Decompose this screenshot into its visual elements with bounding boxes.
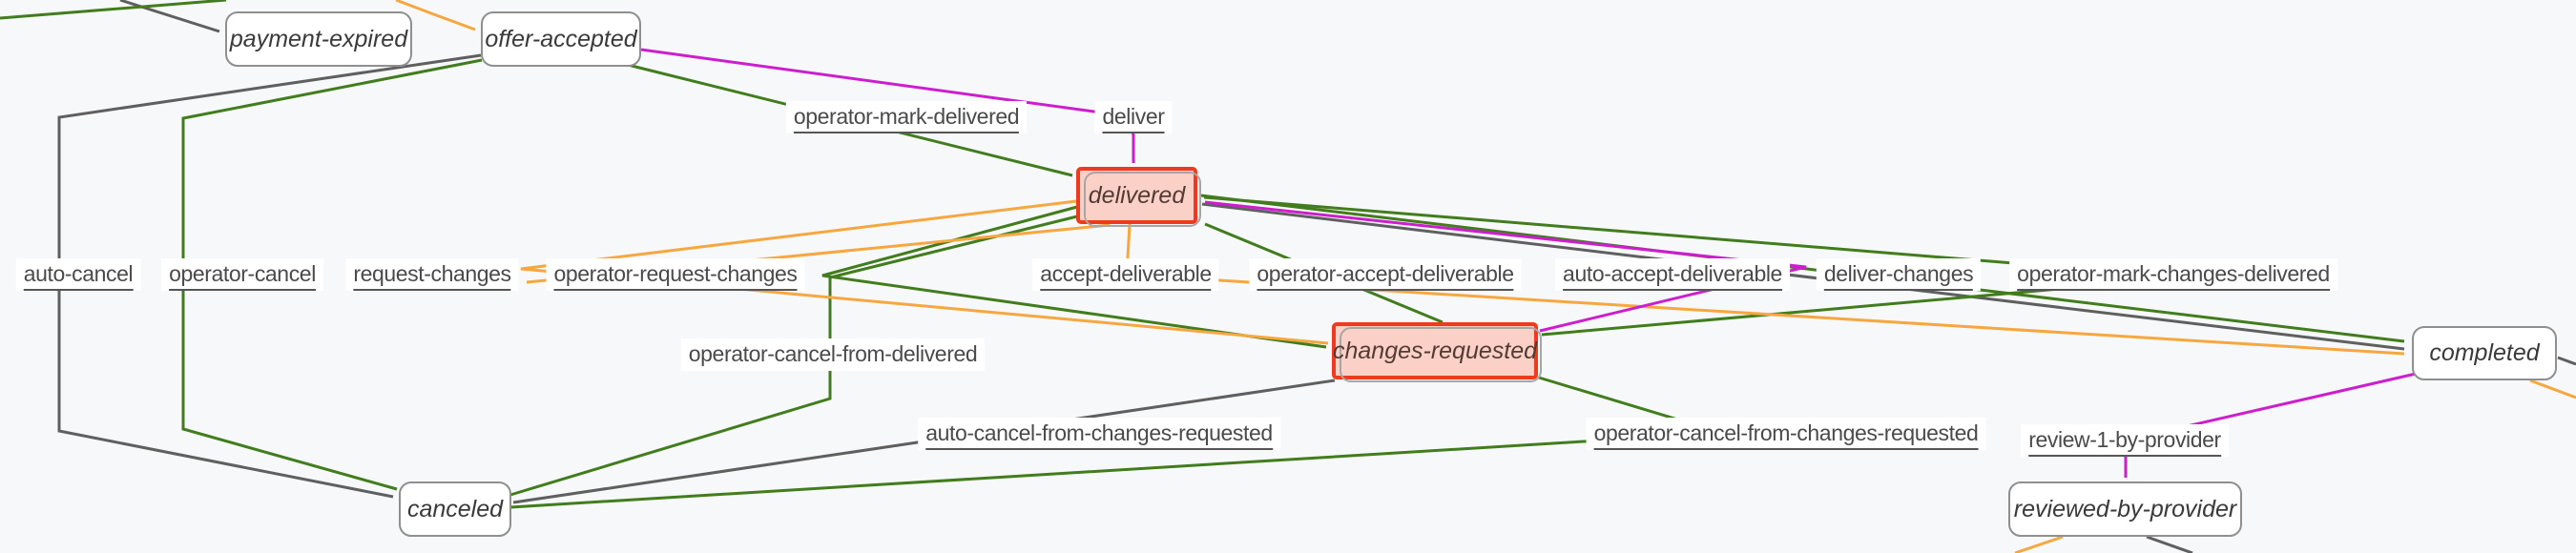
transition-link[interactable]: operator-cancel [169, 261, 316, 291]
edge-operator-cancel-from-delivered [509, 214, 1082, 497]
transition-label-request-changes[interactable]: request-changes [345, 258, 519, 291]
state-payment-expired[interactable]: payment-expired [225, 11, 412, 67]
edge-deliver-changes [1204, 200, 1807, 333]
transition-link[interactable]: auto-cancel-from-changes-requested [925, 420, 1273, 450]
transition-link[interactable]: operator-mark-changes-delivered [2017, 261, 2330, 291]
state-delivered[interactable]: delivered [1076, 167, 1201, 227]
transition-link[interactable]: deliver [1102, 104, 1165, 133]
edge-into-offer-accepted [395, 0, 476, 31]
state-offer-accepted[interactable]: offer-accepted [481, 11, 641, 67]
edge-completed-out-bottom [2529, 379, 2576, 399]
state-canceled[interactable]: canceled [399, 481, 511, 537]
transition-label-review-1-by-provider[interactable]: review-1-by-provider [2021, 424, 2229, 457]
transition-label-auto-cancel-from-changes-requested[interactable]: auto-cancel-from-changes-requested [918, 418, 1280, 450]
transition-link[interactable]: operator-request-changes [553, 261, 798, 291]
transition-link[interactable]: deliver-changes [1823, 261, 1974, 291]
transition-label-auto-accept-deliverable[interactable]: auto-accept-deliverable [1555, 258, 1790, 291]
transition-label-operator-cancel-from-delivered: operator-cancel-from-delivered [680, 338, 986, 371]
transition-link[interactable]: auto-cancel [23, 261, 134, 291]
edge-request-changes [520, 199, 1329, 345]
edge-into-payment-expired [119, 0, 220, 33]
state-label: completed [2429, 339, 2540, 366]
transition-label-accept-deliverable[interactable]: accept-deliverable [1032, 258, 1219, 291]
state-label: delivered [1088, 181, 1186, 209]
transition-link[interactable]: auto-accept-deliverable [1563, 261, 1782, 291]
transition-label-operator-mark-delivered[interactable]: operator-mark-delivered [785, 101, 1028, 133]
state-label: changes-requested [1332, 337, 1538, 364]
state-changes-requested[interactable]: changes-requested [1332, 322, 1542, 382]
state-label: reviewed-by-provider [2013, 495, 2237, 522]
transition-label-auto-cancel[interactable]: auto-cancel [15, 258, 141, 291]
transition-label-operator-request-changes[interactable]: operator-request-changes [546, 258, 805, 291]
edge-operator-request-changes [821, 205, 1327, 349]
transition-link[interactable]: operator-cancel-from-changes-requested [1593, 420, 1979, 450]
transition-link[interactable]: accept-deliverable [1040, 261, 1212, 291]
transition-label-operator-cancel-from-changes-requested[interactable]: operator-cancel-from-changes-requested [1586, 418, 1986, 450]
edge-completed-out-right [2557, 356, 2576, 366]
transition-label-operator-mark-changes-delivered[interactable]: operator-mark-changes-delivered [2009, 258, 2337, 291]
transition-label-deliver-changes[interactable]: deliver-changes [1816, 258, 1982, 291]
edge-top-left-crossing [0, 0, 227, 20]
transition-text: operator-cancel-from-delivered [688, 341, 978, 366]
state-reviewed-by-provider[interactable]: reviewed-by-provider [2008, 481, 2242, 537]
edge-auto-accept-deliverable [1201, 202, 2405, 351]
transition-link[interactable]: operator-accept-deliverable [1257, 261, 1514, 291]
edge-reviewed-out-left [2014, 535, 2064, 553]
transition-link[interactable]: review-1-by-provider [2028, 427, 2221, 457]
transition-label-deliver[interactable]: deliver [1094, 101, 1173, 133]
transition-link[interactable]: operator-mark-delivered [793, 104, 1020, 133]
transition-label-operator-accept-deliverable[interactable]: operator-accept-deliverable [1249, 258, 1522, 291]
transition-link[interactable]: request-changes [353, 261, 511, 291]
state-label: payment-expired [229, 25, 408, 52]
transition-label-operator-cancel[interactable]: operator-cancel [161, 258, 323, 291]
state-completed[interactable]: completed [2412, 326, 2557, 380]
state-label: offer-accepted [485, 25, 637, 52]
state-label: canceled [406, 495, 504, 522]
edge-reviewed-out-right [2146, 535, 2193, 553]
